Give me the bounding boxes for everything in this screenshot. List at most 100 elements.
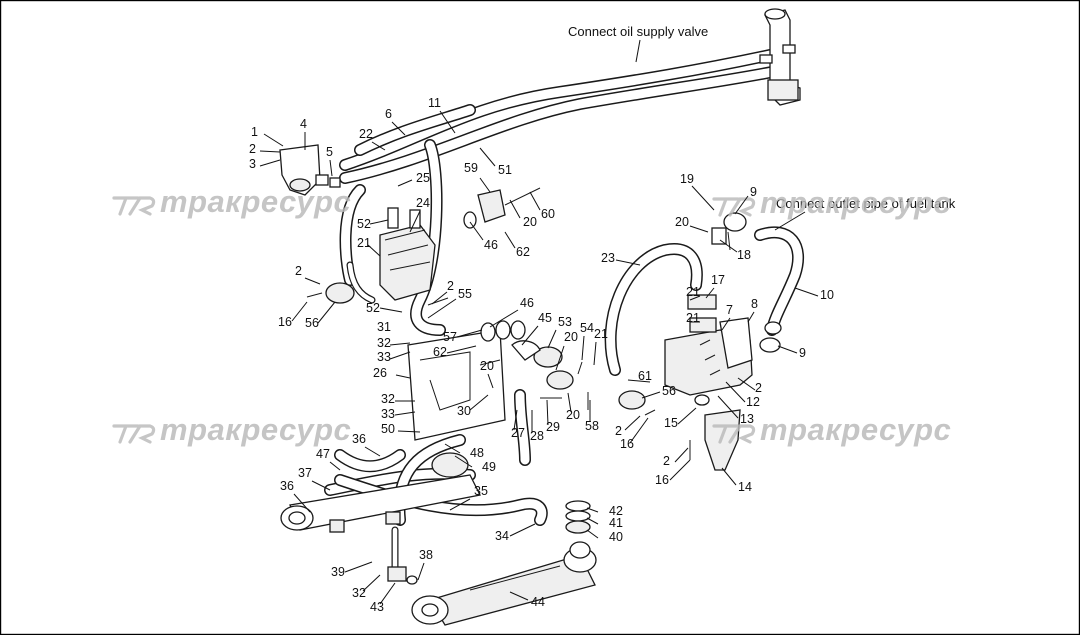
callout-26: 26 bbox=[373, 366, 411, 380]
watermark-text: тракресурс bbox=[160, 412, 351, 447]
callout-leader bbox=[627, 379, 651, 383]
callout-leader bbox=[489, 309, 519, 328]
callout-leader bbox=[586, 529, 599, 539]
callout-40: 40 bbox=[586, 529, 623, 544]
callout-leader bbox=[509, 591, 529, 601]
callout-51: 51 bbox=[479, 147, 512, 177]
callout-leader bbox=[586, 517, 599, 525]
callout-2: 2 bbox=[295, 264, 321, 285]
callout-leader bbox=[555, 345, 565, 371]
callout-leader bbox=[705, 287, 715, 299]
callout-number: 51 bbox=[498, 163, 512, 177]
callout-50: 50 bbox=[381, 422, 421, 436]
callout-36: 36 bbox=[352, 432, 381, 457]
callout-number: 21 bbox=[594, 327, 608, 341]
callout-11: 11 bbox=[428, 96, 456, 134]
callout-leader bbox=[259, 150, 281, 153]
control-valve-24 bbox=[379, 207, 436, 301]
bolts bbox=[306, 231, 731, 460]
callout-32: 32 bbox=[381, 392, 415, 406]
callout-39: 39 bbox=[331, 561, 373, 579]
callout-20: 20 bbox=[480, 359, 494, 389]
callout-number: 12 bbox=[746, 395, 760, 409]
callout-leader bbox=[259, 159, 281, 167]
callout-leader bbox=[397, 430, 421, 433]
watermark-4: тракресурс bbox=[712, 412, 951, 447]
callout-6: 6 bbox=[385, 107, 406, 136]
callout-2: 2 bbox=[249, 142, 281, 156]
callout-5: 5 bbox=[326, 145, 333, 177]
callout-33: 33 bbox=[381, 407, 416, 421]
callout-number: 7 bbox=[726, 303, 733, 317]
callout-20: 20 bbox=[566, 392, 580, 422]
callout-32: 32 bbox=[377, 336, 411, 350]
callout-number: 52 bbox=[366, 301, 380, 315]
watermarks: тракресурс тракресурс тракресурс тракрес… bbox=[112, 184, 951, 447]
callout-leader bbox=[593, 341, 597, 366]
callout-number: 30 bbox=[457, 404, 471, 418]
callout-number: 36 bbox=[280, 479, 294, 493]
callout-21: 21 bbox=[357, 236, 381, 257]
oil-supply-valve bbox=[759, 8, 801, 106]
callout-number: 16 bbox=[655, 473, 669, 487]
callout-number: 56 bbox=[662, 384, 676, 398]
callout-leader bbox=[479, 177, 491, 193]
callout-16: 16 bbox=[278, 301, 308, 329]
callout-54: 54 bbox=[580, 321, 594, 361]
callout-58: 58 bbox=[585, 400, 599, 433]
callout-number: 47 bbox=[316, 447, 330, 461]
callout-leader bbox=[446, 345, 477, 354]
callout-7: 7 bbox=[721, 303, 733, 331]
callout-leader bbox=[689, 295, 701, 301]
callout-number: 33 bbox=[381, 407, 395, 421]
callout-leader bbox=[389, 351, 411, 360]
callout-leader bbox=[734, 195, 749, 215]
callout-62: 62 bbox=[433, 345, 477, 359]
callout-number: 4 bbox=[300, 117, 307, 131]
callout-leader bbox=[369, 219, 389, 225]
flange-20 bbox=[546, 370, 574, 390]
callout-leader bbox=[677, 407, 697, 425]
callout-number: 19 bbox=[680, 172, 694, 186]
fitting-43 bbox=[329, 511, 418, 585]
callout-number: 13 bbox=[740, 412, 754, 426]
callout-number: 41 bbox=[609, 516, 623, 530]
callout-19: 19 bbox=[680, 172, 715, 211]
callout-16: 16 bbox=[620, 417, 649, 451]
callout-leader bbox=[641, 391, 661, 399]
callout-number: 43 bbox=[370, 600, 384, 614]
callout-number: 48 bbox=[470, 446, 484, 460]
callout-leader bbox=[529, 191, 541, 211]
watermark-logo bbox=[112, 196, 156, 216]
callout-leader bbox=[509, 199, 521, 219]
callout-leader bbox=[317, 301, 336, 324]
callout-leader bbox=[344, 561, 373, 573]
watermark-logo bbox=[712, 424, 756, 444]
callout-number: 53 bbox=[558, 315, 572, 329]
callout-number: 11 bbox=[428, 96, 441, 110]
callout-number: 20 bbox=[566, 408, 580, 422]
callout-leader bbox=[454, 455, 473, 468]
callout-20: 20 bbox=[555, 330, 578, 371]
callout-number: 54 bbox=[580, 321, 594, 335]
callout-number: 16 bbox=[278, 315, 292, 329]
callout-number: 10 bbox=[820, 288, 834, 302]
callout-number: 2 bbox=[755, 381, 762, 395]
callout-number: 3 bbox=[249, 157, 256, 171]
callout-55: 55 bbox=[427, 287, 472, 319]
callout-number: 21 bbox=[686, 285, 700, 299]
callout-number: 57 bbox=[443, 330, 457, 344]
callout-leader bbox=[747, 311, 755, 323]
callout-leader bbox=[674, 447, 689, 463]
callout-leader bbox=[794, 287, 819, 297]
callout-36: 36 bbox=[280, 479, 311, 513]
callout-number: 20 bbox=[523, 215, 537, 229]
callout-21: 21 bbox=[686, 285, 701, 301]
callout-18: 18 bbox=[719, 239, 751, 262]
seals-40-42 bbox=[565, 500, 591, 534]
callout-41: 41 bbox=[586, 516, 623, 530]
callout-4: 4 bbox=[300, 117, 307, 150]
callout-8: 8 bbox=[747, 297, 758, 323]
callout-number: 38 bbox=[419, 548, 433, 562]
